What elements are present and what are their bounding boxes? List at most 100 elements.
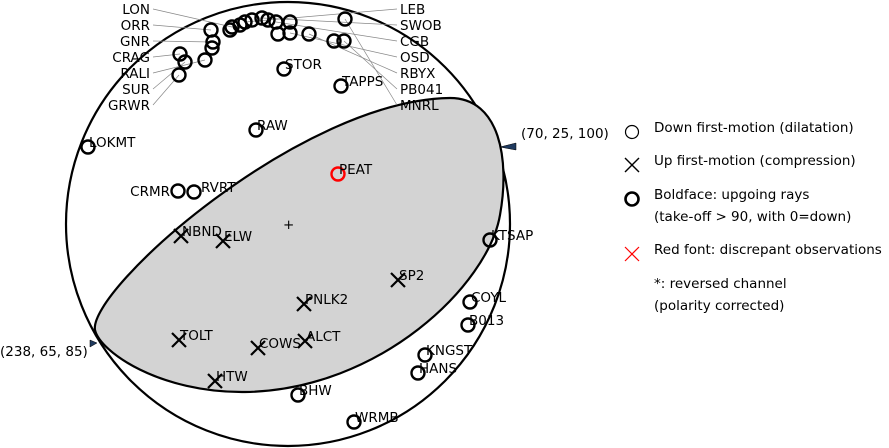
station-marker-bhw — [290, 387, 306, 403]
legend-red-icon — [624, 246, 640, 262]
station-label-crmr: CRMR — [130, 184, 170, 200]
station-label-pb041: PB041 — [400, 82, 443, 98]
plane1-arrow-icon — [499, 142, 517, 151]
station-label-peat: PEAT — [339, 162, 373, 178]
leader-line-pb041 — [343, 40, 398, 90]
plane2-arrow-icon — [89, 339, 98, 348]
station-label-wrmb: WRMB — [355, 410, 399, 426]
station-label-swob: SWOB — [400, 18, 442, 34]
station-label-mnrl: MNRL — [400, 98, 439, 114]
station-marker — [244, 12, 260, 28]
station-marker-sp2 — [390, 272, 406, 288]
legend-down-label: Down first-motion (dilatation) — [654, 120, 854, 136]
leader-line-mnrl — [344, 18, 398, 106]
plane2-label: (238, 65, 85) — [0, 344, 88, 360]
station-label-gnr: GNR — [120, 34, 150, 50]
leader-line-crag — [152, 53, 181, 58]
station-label-tapps: TAPPS — [341, 74, 383, 90]
station-marker-tapps — [333, 78, 349, 94]
station-marker-elw — [215, 233, 231, 249]
legend-down-icon — [624, 124, 640, 140]
station-marker-tolt — [171, 332, 187, 348]
leader-line-lon — [152, 8, 233, 28]
station-label-tolt: TOLT — [179, 328, 214, 344]
station-label-cgb: CGB — [400, 34, 429, 50]
station-marker-nbnd — [173, 228, 189, 244]
station-marker — [204, 40, 220, 56]
plane1-label: (70, 25, 100) — [521, 126, 609, 142]
station-label-rali: RALI — [120, 66, 150, 82]
station-marker-gnr — [205, 34, 221, 50]
center-marker: + — [283, 217, 294, 233]
station-marker-mnrl — [337, 11, 353, 27]
station-marker-grwr — [171, 67, 187, 83]
station-marker-ktsap — [482, 232, 498, 248]
station-marker-osd — [282, 25, 298, 41]
station-marker-rbyx — [301, 26, 317, 42]
station-label-nbnd: NBND — [182, 224, 222, 240]
station-marker-cgb — [268, 14, 284, 30]
station-marker-wrmb — [346, 414, 362, 430]
legend-bold-note: (take-off > 90, with 0=down) — [654, 209, 852, 225]
leader-line-orr — [152, 24, 212, 31]
legend-up-icon — [624, 157, 640, 173]
leader-line-osd — [289, 32, 398, 58]
compressional-quadrant — [93, 96, 505, 394]
station-label-pnlk2: PNLK2 — [305, 292, 348, 308]
station-label-htw: HTW — [216, 369, 248, 385]
station-marker-crmr — [170, 183, 186, 199]
station-label-crag: CRAG — [112, 50, 150, 66]
station-label-lokmt: LOKMT — [89, 135, 136, 151]
station-label-stor: STOR — [285, 57, 322, 73]
station-marker-pb041 — [336, 33, 352, 49]
station-label-elw: ELW — [224, 229, 252, 245]
station-marker-sur — [177, 54, 193, 70]
legend-up-label: Up first-motion (compression) — [654, 153, 856, 169]
legend-reversed-label: *: reversed channel — [654, 276, 787, 292]
station-label-sp2: SP2 — [399, 268, 424, 284]
station-label-leb: LEB — [400, 2, 425, 18]
legend-bold-icon — [624, 191, 640, 207]
station-label-kngst: KNGST — [426, 343, 473, 359]
station-label-lon: LON — [122, 2, 150, 18]
station-marker-pnlk2 — [296, 296, 312, 312]
station-marker-stor — [276, 61, 292, 77]
station-marker-peat — [330, 166, 346, 182]
station-label-cows: COWS — [259, 336, 301, 352]
station-label-raw: RAW — [257, 118, 288, 134]
station-label-b013: B013 — [469, 313, 504, 329]
station-marker-rvrt — [186, 184, 202, 200]
station-marker-kngst — [417, 347, 433, 363]
station-label-coyl: COYL — [471, 290, 507, 306]
leader-line-gnr — [152, 40, 214, 43]
station-label-ktsap: KTSAP — [491, 228, 533, 244]
station-label-orr: ORR — [121, 18, 150, 34]
station-marker-crag — [172, 46, 188, 62]
station-label-sur: SUR — [122, 82, 150, 98]
station-marker — [326, 33, 342, 49]
station-marker-htw — [207, 373, 223, 389]
station-label-bhw: BHW — [299, 383, 332, 399]
station-label-grwr: GRWR — [108, 98, 150, 114]
station-marker-lokmt — [80, 139, 96, 155]
station-marker-alct — [297, 333, 313, 349]
station-label-hans: HANS — [419, 361, 457, 377]
station-marker-raw — [248, 122, 264, 138]
legend-red-label: Red font: discrepant observations — [654, 242, 882, 258]
station-marker-hans — [410, 365, 426, 381]
legend-reversed-note: (polarity corrected) — [654, 298, 785, 314]
station-marker-b013 — [460, 317, 476, 333]
station-marker-rali — [197, 52, 213, 68]
station-marker-swob — [254, 10, 270, 26]
station-marker-leb — [237, 14, 253, 30]
station-marker-cows — [250, 340, 266, 356]
station-label-rbyx: RBYX — [400, 66, 435, 82]
station-label-rvrt: RVRT — [201, 180, 236, 196]
leader-line-rbyx — [308, 33, 398, 74]
station-label-alct: ALCT — [306, 329, 341, 345]
legend-bold-label: Boldface: upgoing rays — [654, 187, 810, 203]
station-marker-lon — [224, 19, 240, 35]
station-label-osd: OSD — [400, 50, 430, 66]
